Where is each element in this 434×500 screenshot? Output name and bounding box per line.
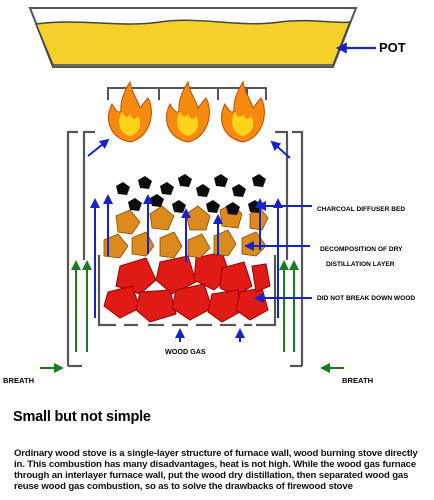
flame-left <box>108 80 152 143</box>
stove-outer-wall <box>66 130 304 368</box>
not-break-down-label: DID NOT BREAK DOWN WOOD <box>317 295 416 302</box>
decomposition-label-line1: DECOMPOSITION OF DRY <box>320 246 403 253</box>
flame-right <box>221 80 265 143</box>
raw-wood-layer <box>103 251 271 323</box>
label-pointer-arrows <box>244 201 312 303</box>
breath-right-label: BREATH <box>342 376 374 385</box>
decomposition-label-line2: DISTILLATION LAYER <box>326 261 395 268</box>
charcoal-layer <box>116 174 266 215</box>
section-heading: Small but not simple <box>13 409 151 425</box>
wood-gas-stove-diagram <box>28 7 376 373</box>
stove-inner-wall <box>82 130 289 327</box>
air-flow-arrows <box>40 260 344 373</box>
pot <box>28 7 358 68</box>
pot-label: POT <box>379 40 406 55</box>
charcoal-diffuser-label: CHARCOAL DIFFUSER BED <box>317 206 406 213</box>
description-paragraph: Ordinary wood stove is a single-layer st… <box>14 448 418 492</box>
breath-left-label: BREATH <box>3 376 35 385</box>
flame-center <box>166 80 210 143</box>
wood-gas-label: WOOD GAS <box>165 347 206 356</box>
